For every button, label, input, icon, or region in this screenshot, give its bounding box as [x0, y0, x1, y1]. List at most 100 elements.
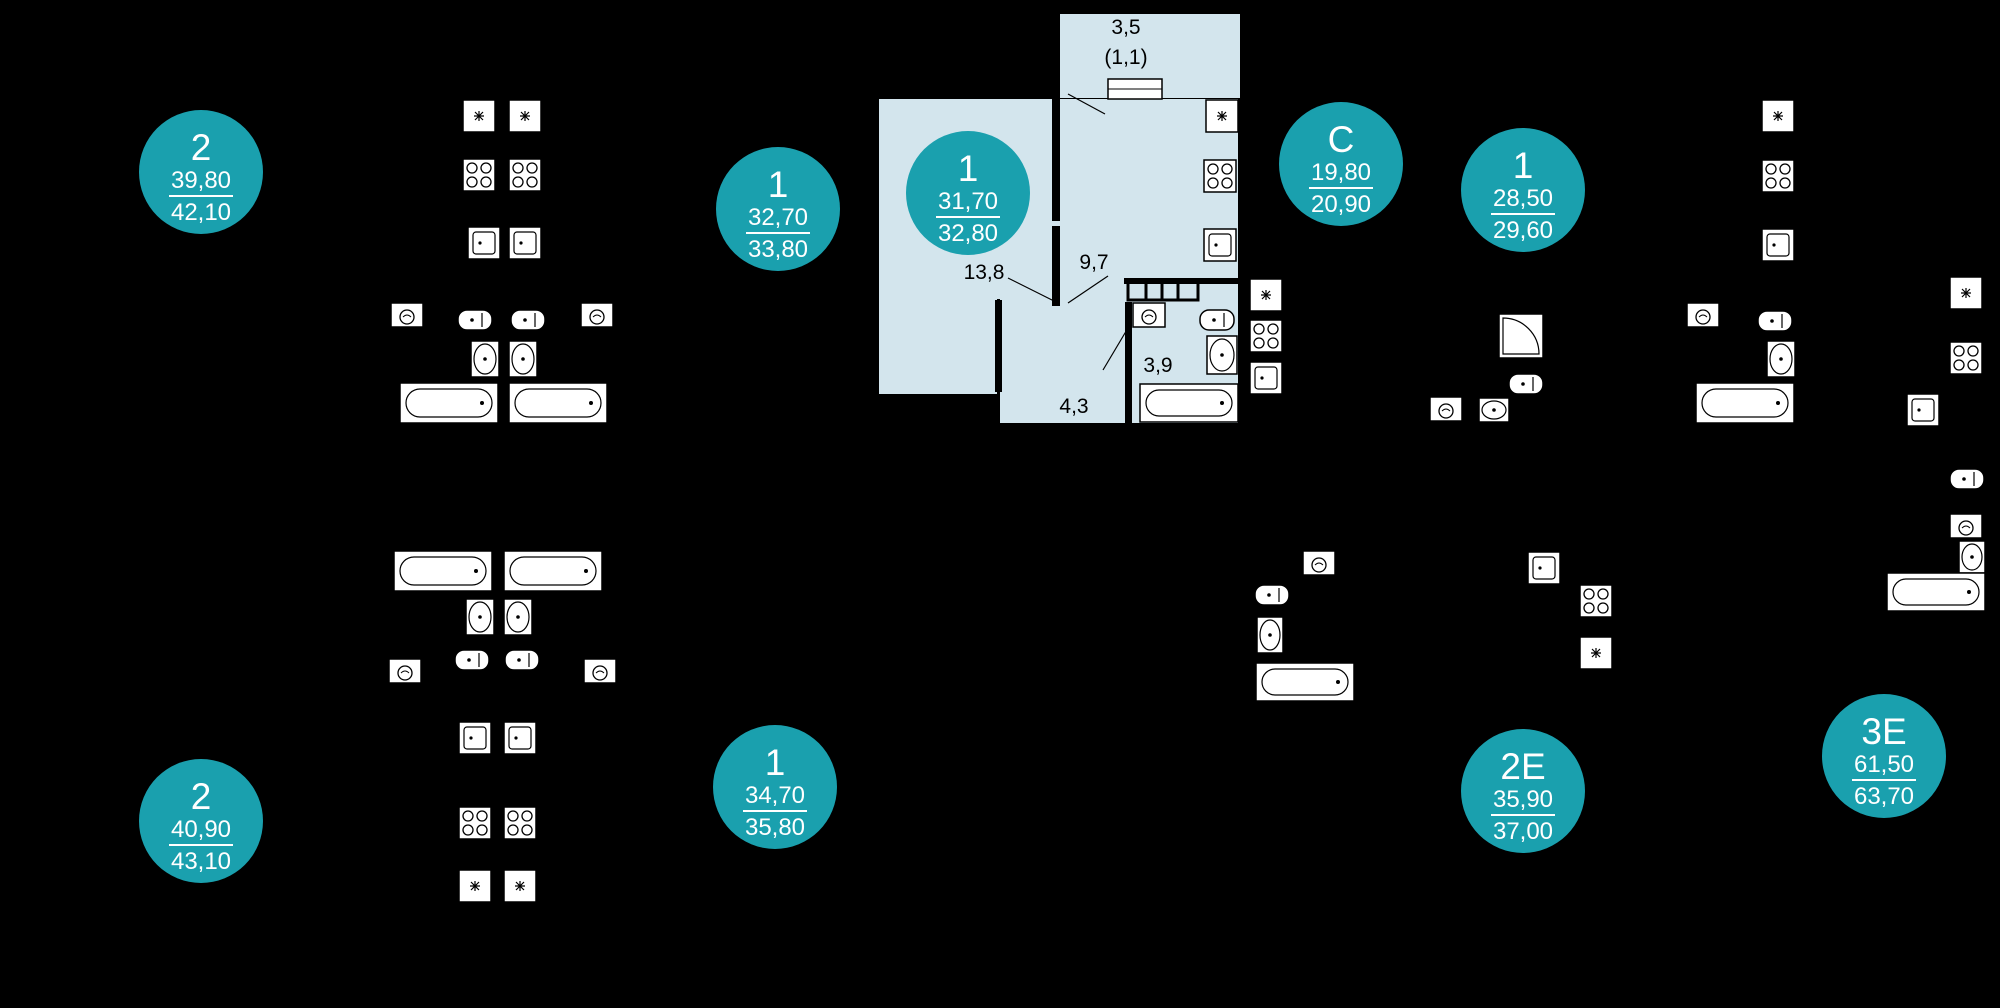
washing-machine-icon [388, 658, 422, 684]
toilet-icon [1199, 309, 1235, 331]
room-area-label: 13,8 [964, 261, 1005, 284]
vent-icon [503, 869, 537, 903]
washing-machine-icon [580, 302, 614, 328]
wall [1125, 302, 1132, 423]
washbasin-icon [1206, 335, 1238, 375]
wall [1052, 226, 1060, 306]
washing-machine-icon [1949, 513, 1983, 539]
vent-icon [1249, 278, 1283, 312]
kitchen-area-label: 9,7 [1079, 251, 1108, 274]
apartment-badge[interactable]: 2 39,80 42,10 [139, 110, 263, 234]
badge-circle [713, 725, 837, 849]
apartment-area-living: 31,70 [938, 188, 998, 215]
sink-icon [458, 721, 492, 755]
apartment-type: 1 [765, 742, 786, 783]
bathtub-icon [1886, 572, 1986, 612]
washbasin-icon [470, 340, 500, 378]
apartment-area-living: 19,80 [1311, 159, 1371, 186]
washbasin-icon [508, 340, 538, 378]
apartment-area-living: 32,70 [748, 204, 808, 231]
sink-icon [1527, 551, 1561, 585]
apartment-area-living: 34,70 [745, 782, 805, 809]
balcony-area-reduced-label: (1,1) [1104, 46, 1147, 69]
apartment-area-total: 37,00 [1493, 818, 1553, 845]
apartment-area-living: 61,50 [1854, 751, 1914, 778]
vent-icon [1579, 636, 1613, 670]
stove-icon [1579, 584, 1613, 618]
bathtub-icon [1139, 383, 1239, 423]
washbasin-icon [1478, 397, 1510, 423]
toilet-icon [1757, 310, 1793, 332]
leader-line [1102, 327, 1129, 371]
apartment-area-living: 40,90 [171, 816, 231, 843]
washbasin-icon [1766, 340, 1796, 378]
bathtub-icon [1255, 662, 1355, 702]
stove-icon [503, 806, 537, 840]
leader-line [1007, 277, 1059, 304]
apartment-type: 1 [958, 148, 979, 189]
stove-icon [462, 158, 496, 192]
badge-circle [139, 110, 263, 234]
shower-icon [1498, 313, 1544, 359]
stove-icon [1249, 319, 1283, 353]
apartment-badge[interactable]: 1 34,70 35,80 [713, 725, 837, 849]
toilet-icon [504, 649, 540, 671]
apartment-area-living: 39,80 [171, 167, 231, 194]
apartment-area-total: 29,60 [1493, 217, 1553, 244]
apartment-area-total: 42,10 [171, 199, 231, 226]
sink-icon [508, 226, 542, 260]
badge-circle [1461, 128, 1585, 252]
apartment-badge[interactable]: 1 28,50 29,60 [1461, 128, 1585, 252]
vent-icon [458, 869, 492, 903]
washing-machine-icon [1429, 396, 1463, 422]
bathtub-icon [1695, 382, 1795, 424]
sink-icon [1203, 228, 1237, 262]
bathroom-area-label: 3,9 [1143, 354, 1172, 377]
washing-machine-icon [1686, 302, 1720, 328]
sink-icon [1249, 361, 1283, 395]
toilet-icon [457, 309, 493, 331]
washbasin-icon [465, 598, 495, 636]
apartment-area-living: 28,50 [1493, 185, 1553, 212]
washing-machine-icon [390, 302, 424, 328]
apartment-type: 3Е [1861, 711, 1906, 752]
sink-icon [467, 226, 501, 260]
sink-icon [1761, 228, 1795, 262]
bathtub-icon [399, 382, 499, 424]
washbasin-icon [1256, 616, 1284, 654]
apartment-badge[interactable]: 2Е 35,90 37,00 [1461, 729, 1585, 853]
wall [1052, 78, 1060, 221]
room-hall [1000, 299, 1128, 423]
wall [995, 300, 1002, 392]
apartment-type: С [1328, 119, 1355, 160]
apartment-badge[interactable]: 2 40,90 43,10 [139, 759, 263, 883]
badge-circle [1279, 102, 1403, 226]
washbasin-icon [1958, 540, 1986, 574]
balcony-area-label: 3,5 [1111, 16, 1140, 39]
vent-icon [1761, 99, 1795, 133]
hall-area-label: 4,3 [1059, 395, 1088, 418]
apartment-type: 1 [768, 164, 789, 205]
sink-icon [1906, 393, 1940, 427]
apartment-type: 2Е [1500, 746, 1545, 787]
apartment-badge[interactable]: 1 31,70 32,80 [906, 131, 1030, 255]
apartment-area-total: 63,70 [1854, 783, 1914, 810]
badge-circle [906, 131, 1030, 255]
toilet-icon [1949, 468, 1985, 490]
washbasin-icon [503, 598, 533, 636]
apartment-area-total: 33,80 [748, 236, 808, 263]
apartment-badge[interactable]: С 19,80 20,90 [1279, 102, 1403, 226]
bathtub-icon [503, 550, 603, 592]
badge-circle [139, 759, 263, 883]
leader-line [1067, 275, 1109, 304]
apartment-area-total: 20,90 [1311, 191, 1371, 218]
washing-machine-icon [583, 658, 617, 684]
apartment-badge[interactable]: 3Е 61,50 63,70 [1822, 694, 1946, 818]
stove-icon [508, 158, 542, 192]
fixtures [388, 99, 1986, 903]
apartment-badge[interactable]: 1 32,70 33,80 [716, 147, 840, 271]
toilet-icon [510, 309, 546, 331]
stove-icon [458, 806, 492, 840]
apartment-area-total: 35,80 [745, 814, 805, 841]
bathtub-icon [393, 550, 493, 592]
